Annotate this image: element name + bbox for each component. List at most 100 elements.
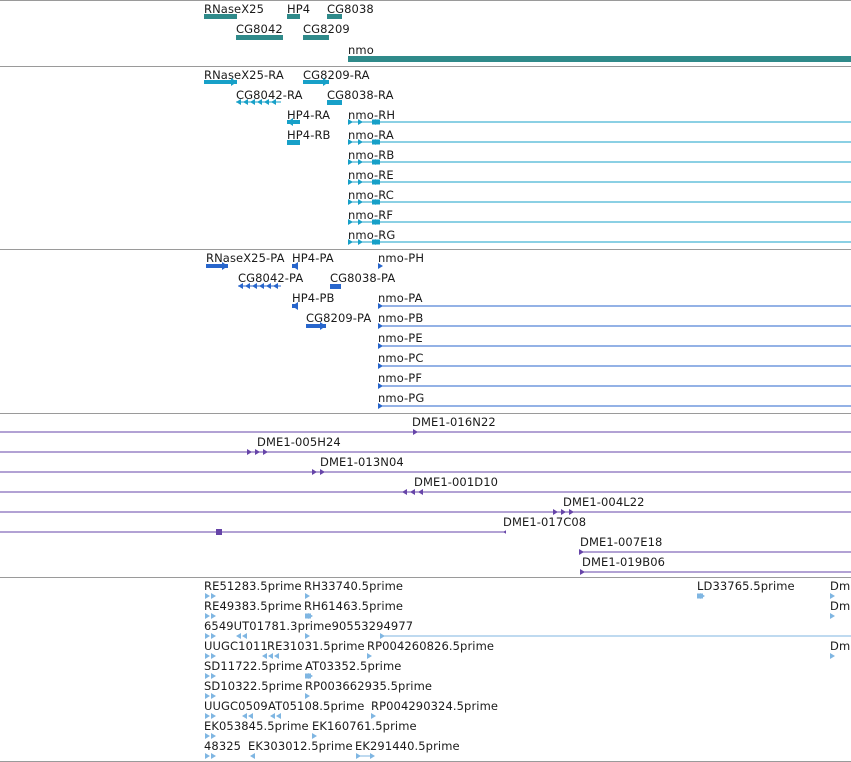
feature-label[interactable]: DME1-001D10 [414, 475, 499, 489]
feature-label[interactable]: nmo-PB [378, 311, 424, 325]
feature-label[interactable]: nmo-PE [378, 331, 423, 345]
feature-label[interactable]: Dm [830, 639, 851, 653]
feature-label[interactable]: nmo-PH [378, 251, 425, 265]
feature-label[interactable]: 6549UT01781.3prime90553294977 [204, 619, 414, 633]
ests-feature-at05108-5prime-glyph[interactable] [240, 710, 288, 722]
clones-feature-dme1-001d10-glyph[interactable] [0, 486, 851, 498]
genes-feature-nmo-glyph[interactable] [348, 55, 851, 62]
feature-label[interactable]: CG8038 [327, 2, 374, 16]
feature-label[interactable]: UUGC1011 [204, 639, 268, 653]
feature-label[interactable]: DME1-017C08 [503, 515, 587, 529]
feature-label[interactable]: CG8038-RA [327, 88, 394, 102]
feature-label[interactable]: HP4 [287, 2, 311, 16]
genes-feature-cg8042-glyph[interactable] [236, 35, 283, 40]
feature-label[interactable]: RH61463.5prime [304, 599, 404, 613]
feature-label[interactable]: nmo [348, 43, 374, 57]
ests-feature-rp003662935-5prime-glyph[interactable] [303, 690, 319, 702]
feature-label[interactable]: LD33765.5prime [697, 579, 795, 593]
feature-label[interactable]: DME1-004L22 [563, 495, 645, 509]
genes-feature-hp4-glyph[interactable] [287, 14, 300, 19]
proteins-feature-hp4-pa-glyph[interactable] [292, 260, 300, 272]
ests-feature-at03352-5prime-glyph[interactable] [303, 670, 323, 682]
proteins-feature-nmo-pc-glyph[interactable] [378, 360, 851, 372]
feature-label[interactable]: CG8209 [303, 22, 350, 36]
feature-label[interactable]: 48325 [204, 739, 242, 753]
ests-feature-sd10322-5prime-glyph[interactable] [203, 690, 223, 702]
proteins-feature-nmo-pa-glyph[interactable] [378, 300, 851, 312]
transcripts-feature-nmo-rc-glyph[interactable] [348, 196, 851, 208]
feature-label[interactable]: CG8209-PA [306, 311, 372, 325]
feature-label[interactable]: DME1-013N04 [320, 455, 404, 469]
ests-feature-rh33740-5prime-glyph[interactable] [303, 590, 319, 602]
feature-label[interactable]: CG8042-RA [236, 88, 303, 102]
feature-label[interactable]: nmo-RH [348, 108, 396, 122]
feature-label[interactable]: nmo-PF [378, 371, 423, 385]
ests-feature-uugc1011-glyph[interactable] [203, 650, 223, 662]
transcripts-feature-cg8042-ra-glyph[interactable] [236, 96, 283, 108]
proteins-feature-nmo-ph-glyph[interactable] [378, 260, 384, 272]
ests-feature-dm-glyph[interactable] [828, 590, 842, 602]
feature-label[interactable]: DME1-005H24 [257, 435, 341, 449]
ests-feature-dm-glyph[interactable] [828, 610, 842, 622]
feature-label[interactable]: DME1-019B06 [582, 555, 666, 569]
transcripts-feature-hp4-rb-glyph[interactable] [287, 140, 300, 145]
feature-label[interactable]: RNaseX25 [204, 2, 265, 16]
feature-label[interactable]: EK160761.5prime [312, 719, 417, 733]
feature-label[interactable]: RE49383.5prime [204, 599, 302, 613]
feature-label[interactable]: RE51283.5prime [204, 579, 302, 593]
feature-label[interactable]: CG8038-PA [330, 271, 396, 285]
ests-feature-rp004290324-5prime-glyph[interactable] [369, 710, 385, 722]
proteins-feature-cg8038-pa-glyph[interactable] [330, 284, 341, 289]
feature-label[interactable]: SD11722.5prime [204, 659, 303, 673]
proteins-feature-nmo-pf-glyph[interactable] [378, 380, 851, 392]
feature-label[interactable]: RP004260826.5prime [367, 639, 495, 653]
feature-label[interactable]: nmo-RA [348, 128, 394, 142]
feature-label[interactable]: EK053845.5prime [204, 719, 309, 733]
feature-label[interactable]: AT03352.5prime [305, 659, 402, 673]
ests-feature-ld33765-5prime-glyph[interactable] [695, 590, 713, 602]
feature-label[interactable]: nmo-RB [348, 148, 395, 162]
ests-feature-ek053845-5prime-glyph[interactable] [203, 730, 223, 742]
feature-label[interactable]: UUGC0509 [204, 699, 268, 713]
genes-feature-cg8209-glyph[interactable] [303, 35, 329, 40]
feature-label[interactable]: HP4-PB [292, 291, 335, 305]
clones-feature-dme1-017c08-glyph[interactable] [0, 526, 506, 538]
feature-label[interactable]: CG8209-RA [303, 68, 370, 82]
feature-label[interactable]: CG8042-PA [238, 271, 304, 285]
clones-feature-dme1-007e18-glyph[interactable] [579, 546, 851, 558]
feature-label[interactable]: nmo-PG [378, 391, 425, 405]
transcripts-feature-cg8209-ra-glyph[interactable] [303, 76, 331, 88]
transcripts-feature-nmo-rh-glyph[interactable] [348, 116, 851, 128]
ests-feature-re51283-5prime-glyph[interactable] [203, 590, 223, 602]
transcripts-feature-nmo-re-glyph[interactable] [348, 176, 851, 188]
feature-label[interactable]: EK303012.5prime [248, 739, 353, 753]
clones-feature-dme1-019b06-glyph[interactable] [580, 566, 851, 578]
feature-label[interactable]: nmo-PC [378, 351, 424, 365]
clones-feature-dme1-005h24-glyph[interactable] [0, 446, 851, 458]
proteins-feature-nmo-pg-glyph[interactable] [378, 400, 851, 412]
feature-label[interactable]: DME1-007E18 [580, 535, 663, 549]
feature-label[interactable]: nmo-RE [348, 168, 394, 182]
transcripts-feature-nmo-rb-glyph[interactable] [348, 156, 851, 168]
feature-label[interactable]: HP4-PA [292, 251, 334, 265]
ests-feature-rh61463-5prime-glyph[interactable] [303, 610, 323, 622]
ests-feature-re31031-5prime-glyph[interactable] [260, 650, 284, 662]
feature-label[interactable]: SD10322.5prime [204, 679, 303, 693]
ests-feature-sd11722-5prime-glyph[interactable] [203, 670, 223, 682]
feature-label[interactable]: AT05108.5prime [268, 699, 365, 713]
ests-feature-uugc0509-glyph[interactable] [203, 710, 223, 722]
transcripts-feature-rnasex25-ra-glyph[interactable] [204, 76, 239, 88]
feature-label[interactable]: nmo-PA [378, 291, 423, 305]
transcripts-feature-nmo-ra-glyph[interactable] [348, 136, 851, 148]
ests-feature-ek160761-5prime-glyph[interactable] [310, 730, 330, 742]
ests-feature-6549ut01781-3prime90553294977-glyph[interactable] [203, 630, 851, 642]
feature-label[interactable]: RP003662935.5prime [305, 679, 433, 693]
clones-feature-dme1-013n04-glyph[interactable] [0, 466, 851, 478]
proteins-feature-nmo-pb-glyph[interactable] [378, 320, 851, 332]
feature-label[interactable]: DME1-016N22 [412, 415, 496, 429]
ests-feature-ek303012-5prime-glyph[interactable] [246, 750, 262, 762]
ests-feature-dm-glyph[interactable] [828, 650, 842, 662]
feature-label[interactable]: HP4-RB [287, 128, 331, 142]
feature-label[interactable]: RH33740.5prime [304, 579, 404, 593]
transcripts-feature-hp4-ra-glyph[interactable] [287, 116, 302, 128]
